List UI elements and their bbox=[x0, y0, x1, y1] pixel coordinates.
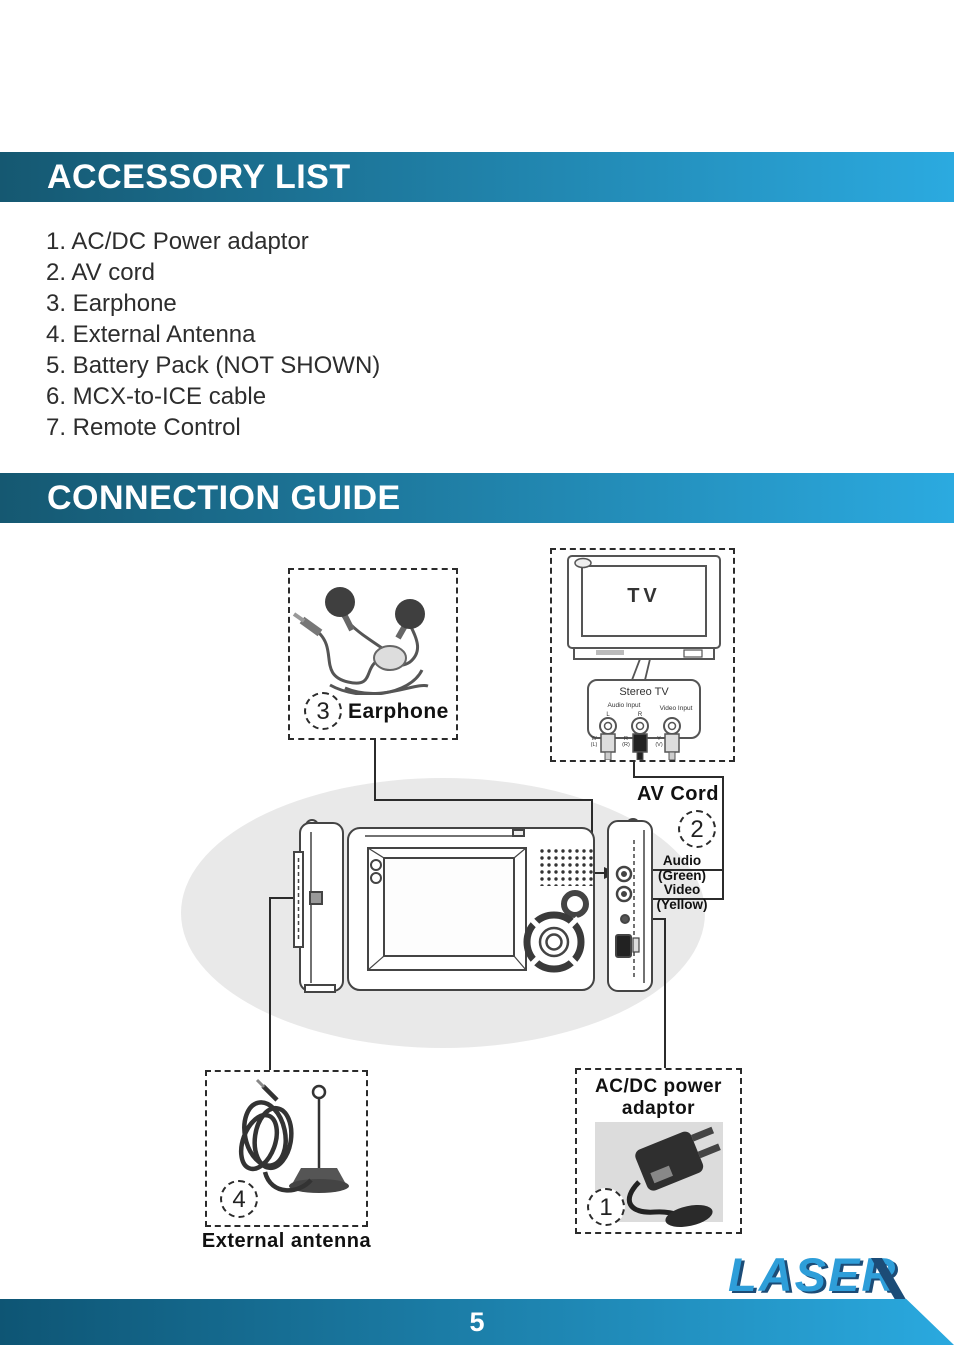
laser-logo: LASER bbox=[728, 1248, 898, 1301]
accessory-item: 2. AV cord bbox=[46, 259, 155, 286]
earphone-number-circle: 3 bbox=[304, 692, 342, 730]
svg-text:W: W bbox=[591, 736, 597, 742]
accessory-item: 3. Earphone bbox=[46, 290, 177, 317]
accessory-item: 6. MCX-to-ICE cable bbox=[46, 383, 267, 410]
acdc-adaptor-title: AC/DC power adaptor bbox=[595, 1076, 722, 1119]
jack-l-label: L bbox=[606, 712, 610, 718]
rca-plug-labels: W (L) R (R) Y (V) bbox=[591, 736, 663, 748]
page-number: 5 bbox=[469, 1307, 485, 1337]
connection-guide-header: CONNECTION GUIDE bbox=[0, 473, 954, 523]
audio-video-jack-labels: Audio (Green) Video (Yellow) bbox=[650, 853, 714, 912]
accessory-list-header: ACCESSORY LIST bbox=[0, 152, 954, 202]
external-antenna-box: 4 bbox=[205, 1070, 368, 1227]
device-left-side-view bbox=[293, 819, 344, 993]
tv-illustration: TV Stereo TV Audio Input L R Video Input bbox=[567, 555, 721, 761]
audio-jack-label: Audio bbox=[662, 853, 702, 868]
earphone-label: Earphone bbox=[348, 700, 449, 723]
connection-diagram: 3 Earphone TV Stereo TV Audio Input bbox=[0, 540, 954, 1260]
av-cord-number-circle: 2 bbox=[678, 810, 716, 848]
accessory-item: 4. External Antenna bbox=[46, 321, 256, 348]
device-right-side-view bbox=[607, 818, 653, 992]
stereo-tv-label: Stereo TV bbox=[619, 686, 669, 698]
video-jack-label: Video bbox=[663, 882, 701, 897]
earphone-box: 3 Earphone bbox=[288, 568, 458, 740]
accessory-item: 5. Battery Pack (NOT SHOWN) bbox=[46, 352, 381, 379]
svg-text:(L): (L) bbox=[591, 742, 598, 748]
video-input-label: Video Input bbox=[660, 705, 693, 712]
external-antenna-label: External antenna bbox=[201, 1230, 372, 1252]
adaptor-number-circle: 1 bbox=[587, 1188, 625, 1226]
jack-r-label: R bbox=[638, 712, 643, 718]
acdc-adaptor-box: AC/DC power adaptor 1 bbox=[575, 1068, 742, 1234]
audio-input-label: Audio Input bbox=[608, 702, 641, 709]
footer-bar: 5 bbox=[0, 1299, 954, 1345]
svg-text:Y: Y bbox=[657, 736, 661, 742]
svg-text:(R): (R) bbox=[622, 742, 630, 748]
earphone-illustration bbox=[292, 587, 429, 696]
audio-jack-color: (Green) bbox=[657, 867, 706, 883]
video-jack-color: (Yellow) bbox=[656, 896, 708, 912]
antenna-number-circle: 4 bbox=[220, 1180, 258, 1218]
svg-text:R: R bbox=[624, 736, 628, 742]
device-diagram-art bbox=[181, 740, 724, 1070]
accessory-item: 7. Remote Control bbox=[46, 414, 241, 441]
device-front-view bbox=[347, 827, 595, 991]
accessory-item: 1. AC/DC Power adaptor bbox=[46, 228, 309, 255]
tv-screen-label: TV bbox=[627, 585, 661, 607]
av-cord-label: AV Cord bbox=[637, 783, 720, 805]
svg-text:(V): (V) bbox=[655, 742, 663, 748]
accessory-list: 1. AC/DC Power adaptor 2. AV cord 3. Ear… bbox=[46, 226, 380, 443]
external-antenna-illustration bbox=[238, 1078, 349, 1193]
tv-box: TV Stereo TV Audio Input L R Video Input bbox=[550, 548, 735, 762]
